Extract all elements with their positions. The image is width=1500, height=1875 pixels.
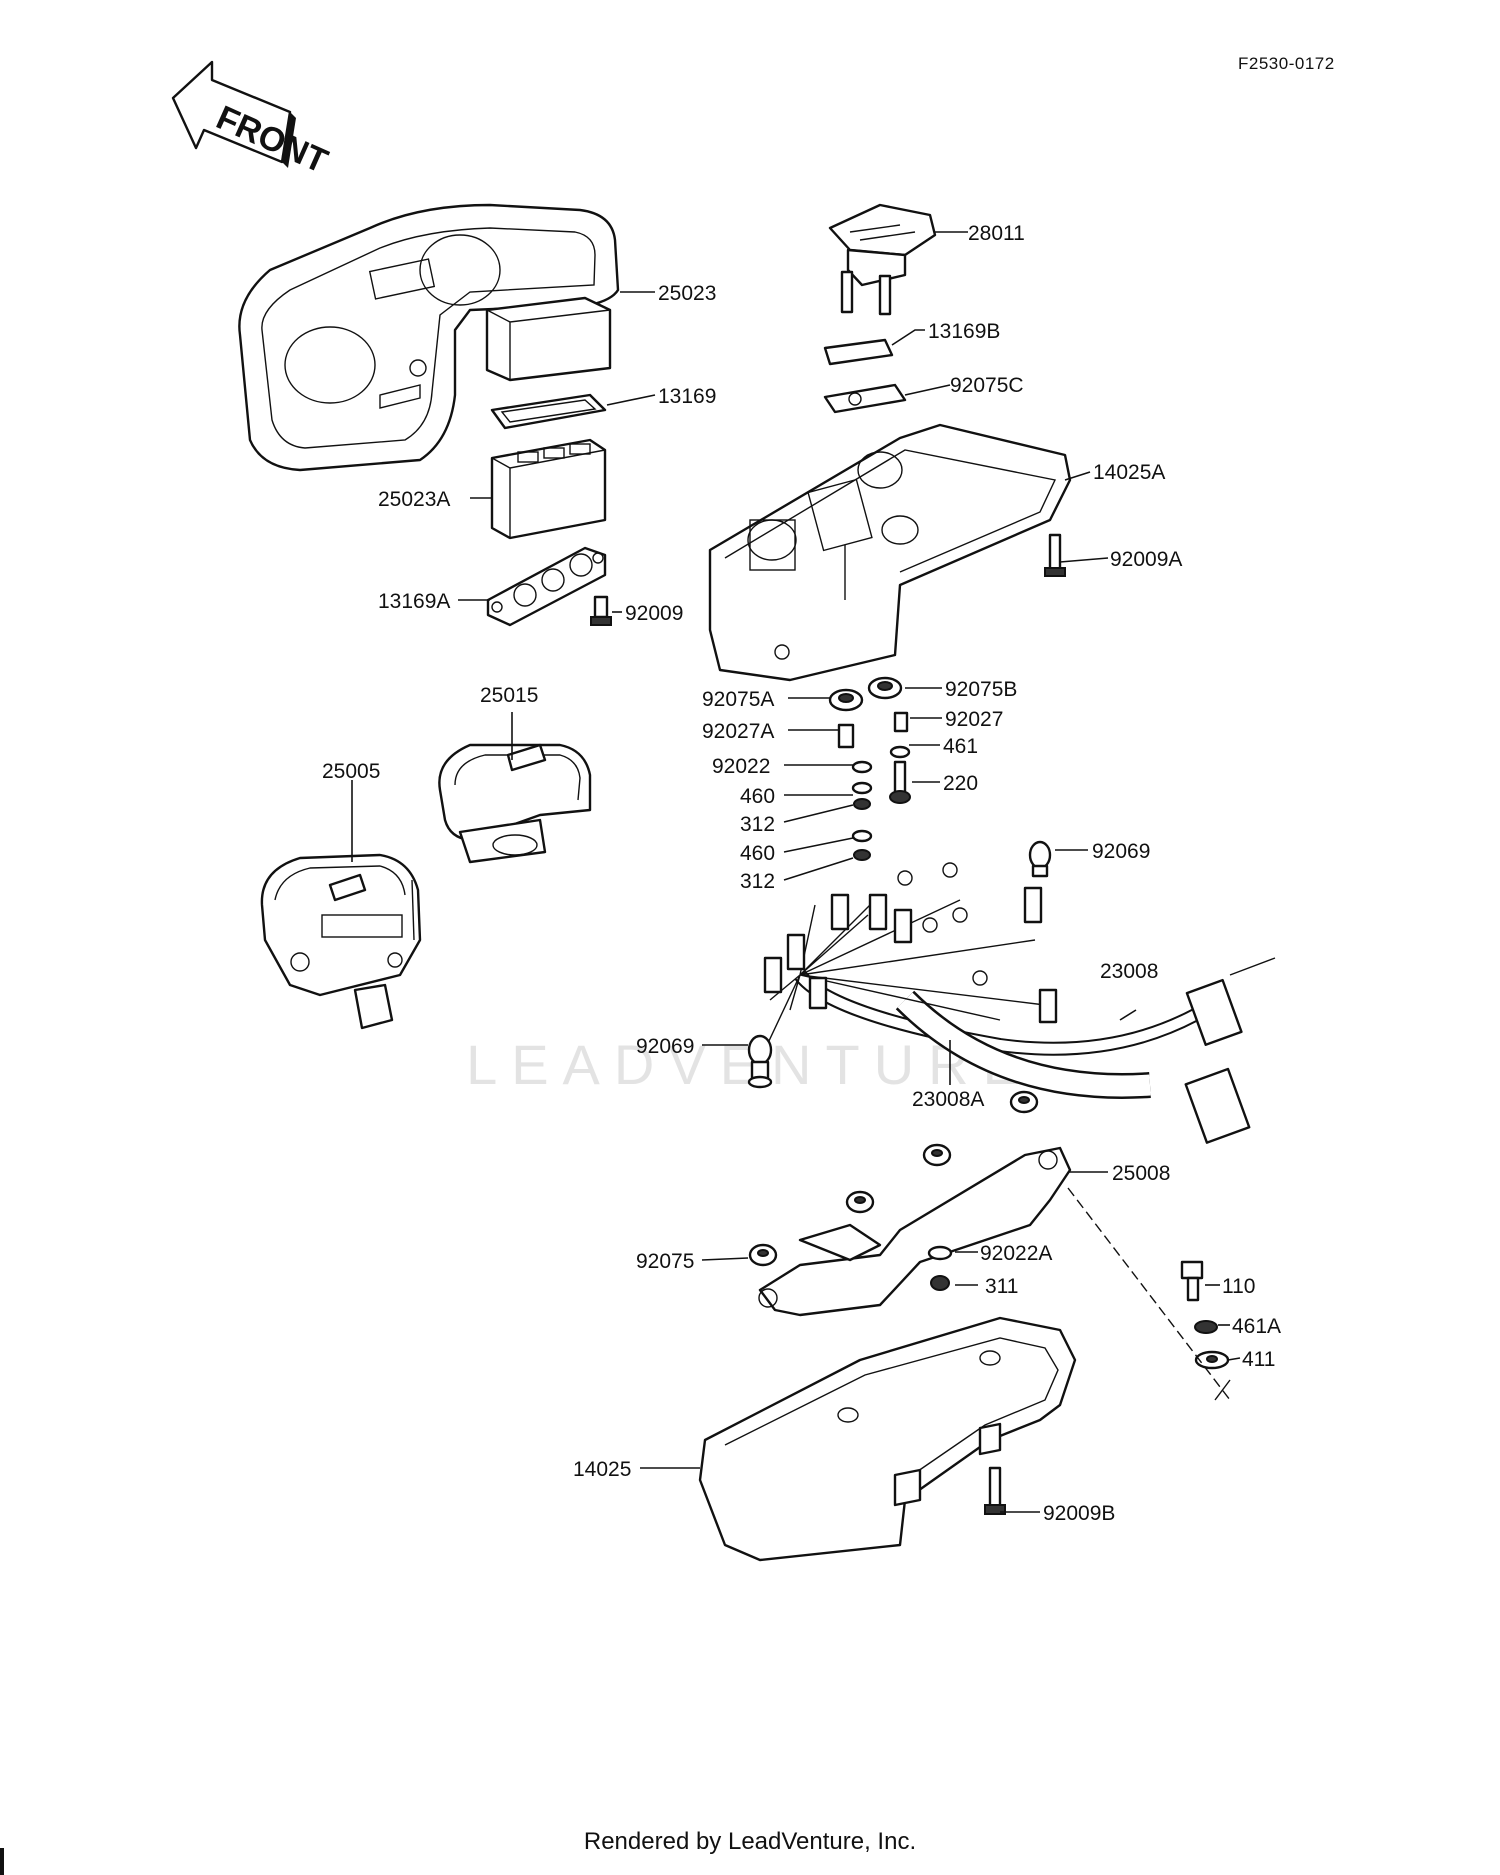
part-label[interactable]: 25023 bbox=[658, 282, 716, 305]
part-label[interactable]: 14025A bbox=[1093, 461, 1165, 484]
front-arrow-icon: FRONT bbox=[171, 60, 333, 181]
switch-bracket-drawing bbox=[828, 203, 937, 316]
screw-92009A-drawing bbox=[1044, 533, 1066, 577]
figure-code: F2530-0172 bbox=[1238, 54, 1335, 73]
part-label[interactable]: 14025 bbox=[573, 1458, 631, 1481]
bulb-92069-upper-drawing bbox=[1028, 840, 1052, 878]
part-label[interactable]: 92022A bbox=[980, 1242, 1052, 1265]
part-label[interactable]: 220 bbox=[943, 772, 978, 795]
speedometer-drawing bbox=[260, 853, 422, 1030]
part-label[interactable]: 13169B bbox=[928, 320, 1000, 343]
part-label[interactable]: 461A bbox=[1232, 1315, 1281, 1338]
spacer-92027-drawing bbox=[893, 711, 909, 733]
edge-mark bbox=[0, 1848, 4, 1875]
part-label[interactable]: 92069 bbox=[636, 1035, 694, 1058]
lower-bracket-drawing bbox=[758, 1146, 1072, 1317]
bulb-92069-lower-drawing bbox=[747, 1034, 773, 1089]
meter-housing-drawing bbox=[238, 203, 620, 472]
gasket-13169-drawing bbox=[490, 393, 607, 430]
part-label[interactable]: 13169A bbox=[378, 590, 450, 613]
pad-13169B-drawing bbox=[823, 338, 894, 366]
part-label[interactable]: 460 bbox=[740, 785, 775, 808]
part-label[interactable]: 92075C bbox=[950, 374, 1024, 397]
part-label[interactable]: 92075 bbox=[636, 1250, 694, 1273]
part-label[interactable]: 23008A bbox=[912, 1088, 984, 1111]
leader-lines bbox=[351, 231, 1241, 1513]
part-label[interactable]: 92075A bbox=[702, 688, 774, 711]
meter-box-drawing bbox=[485, 296, 612, 382]
part-label[interactable]: 25023A bbox=[378, 488, 450, 511]
part-label[interactable]: 25008 bbox=[1112, 1162, 1170, 1185]
part-label[interactable]: 92022 bbox=[712, 755, 770, 778]
nut-washer-drawing bbox=[927, 1245, 953, 1291]
part-label[interactable]: 92009B bbox=[1043, 1502, 1115, 1525]
part-label[interactable]: 311 bbox=[985, 1275, 1018, 1298]
washer-411-drawing bbox=[1194, 1350, 1230, 1370]
part-label[interactable]: 92027 bbox=[945, 708, 1003, 731]
washer-461A-drawing bbox=[1194, 1320, 1218, 1334]
part-label[interactable]: 92069 bbox=[1092, 840, 1150, 863]
watermark: LEADVENTURE bbox=[466, 1033, 1034, 1096]
render-credit: Rendered by LeadVenture, Inc. bbox=[583, 1828, 917, 1855]
part-label[interactable]: 92075B bbox=[945, 678, 1017, 701]
part-label[interactable]: 411 bbox=[1242, 1348, 1275, 1371]
part-label[interactable]: 110 bbox=[1222, 1275, 1255, 1298]
part-labels: 28011 25023 13169B 92075C 13169 14025A 2… bbox=[322, 222, 1281, 1525]
socket-plate-drawing bbox=[486, 546, 607, 627]
grommets-drawing bbox=[748, 1090, 1039, 1267]
wiring-harness-drawing bbox=[759, 862, 1276, 1144]
screw-220-drawing bbox=[889, 760, 911, 804]
part-label[interactable]: 25005 bbox=[322, 760, 380, 783]
plate-92075C-drawing bbox=[823, 383, 907, 414]
part-label[interactable]: 92009A bbox=[1110, 548, 1182, 571]
part-label[interactable]: 461 bbox=[943, 735, 978, 758]
indicator-box-drawing bbox=[490, 438, 607, 540]
part-label[interactable]: 28011 bbox=[968, 222, 1025, 245]
part-label[interactable]: 23008 bbox=[1100, 960, 1158, 983]
tachometer-drawing bbox=[438, 743, 592, 864]
upper-cover-drawing bbox=[708, 423, 1072, 682]
part-label[interactable]: 312 bbox=[740, 870, 775, 893]
washers-drawing bbox=[851, 745, 911, 861]
spacer-92027A-drawing bbox=[837, 723, 855, 749]
bolt-110-drawing bbox=[1180, 1260, 1204, 1302]
part-label[interactable]: 312 bbox=[740, 813, 775, 836]
grommet-92075B-drawing bbox=[867, 676, 903, 700]
part-label[interactable]: 92027A bbox=[702, 720, 774, 743]
grommet-92075A-drawing bbox=[828, 688, 864, 712]
part-label[interactable]: 92009 bbox=[625, 602, 683, 625]
part-label[interactable]: 460 bbox=[740, 842, 775, 865]
lower-cover-drawing bbox=[698, 1316, 1077, 1562]
screw-92009B-drawing bbox=[984, 1466, 1006, 1515]
part-label[interactable]: 25015 bbox=[480, 684, 538, 707]
screw-92009-drawing bbox=[590, 595, 612, 626]
part-label[interactable]: 13169 bbox=[658, 385, 716, 408]
